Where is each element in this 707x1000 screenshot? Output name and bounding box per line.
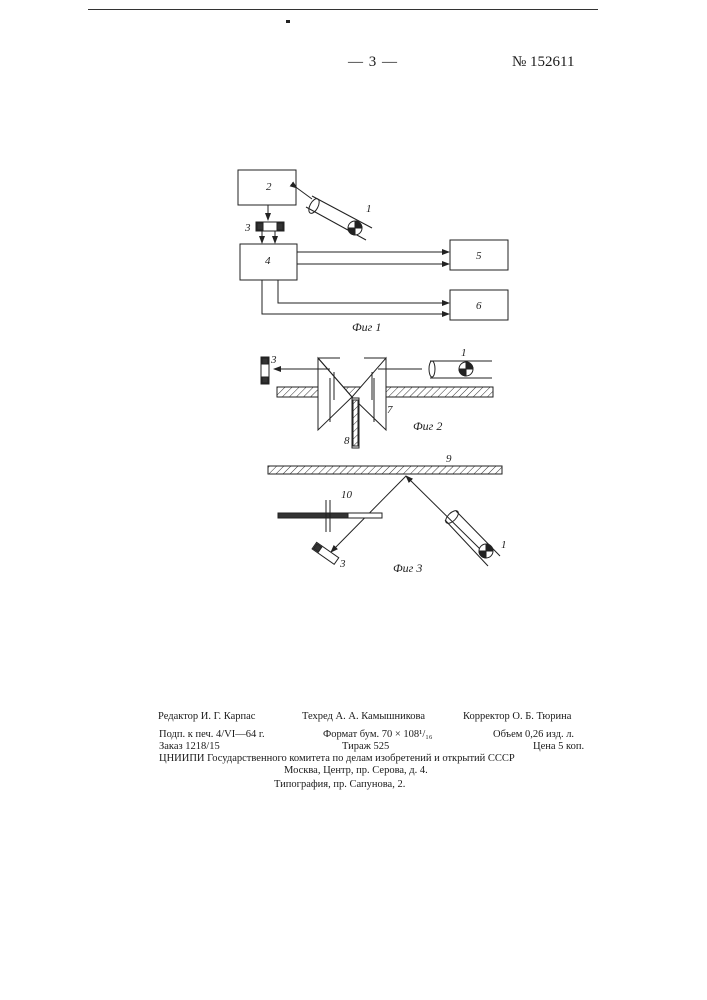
imprint-circulation: Тираж 525 <box>342 742 389 753</box>
figure-3 <box>268 466 502 566</box>
imprint-printer: Типография, пр. Сапунова, 2. <box>274 780 405 791</box>
label-1: 1 <box>366 203 372 215</box>
label-4: 4 <box>265 255 271 267</box>
label-7: 7 <box>387 404 393 416</box>
imprint-format: Формат бум. 70 × 108¹/₁₆ <box>323 730 433 741</box>
fig1-caption: Фиг 1 <box>352 320 381 334</box>
label-10: 10 <box>341 489 353 501</box>
imprint-address: Москва, Центр, пр. Серова, д. 4. <box>284 766 428 777</box>
imprint-volume: Объем 0,26 изд. л. <box>493 730 574 741</box>
label-8: 8 <box>344 435 350 447</box>
fig3-caption: Фиг 3 <box>393 561 422 575</box>
label-5: 5 <box>476 250 482 262</box>
label-1-fig2: 1 <box>461 347 467 359</box>
imprint-order: Заказ 1218/15 <box>159 742 220 753</box>
imprint-signed: Подп. к печ. 4/VI—64 г. <box>159 730 265 741</box>
figure-2 <box>261 357 493 448</box>
label-3-fig2: 3 <box>270 354 277 366</box>
imprint-price: Цена 5 коп. <box>533 742 584 753</box>
figure-1-labels: 2 1 3 4 5 6 Фиг 1 <box>244 181 482 334</box>
imprint-corrector: Корректор О. Б. Тюрина <box>463 712 571 723</box>
figure-1 <box>238 170 508 320</box>
reflecting-surface-9 <box>268 466 502 474</box>
label-6: 6 <box>476 300 482 312</box>
label-1-fig3: 1 <box>501 539 507 551</box>
label-3-fig3: 3 <box>339 558 346 570</box>
label-2: 2 <box>266 181 272 193</box>
imprint-editor: Редактор И. Г. Карпас <box>158 712 255 723</box>
label-9: 9 <box>446 453 452 465</box>
imprint-techred: Техред А. А. Камышникова <box>302 712 425 723</box>
imprint-publisher: ЦНИИПИ Государственного комитета по дела… <box>159 754 515 765</box>
label-3: 3 <box>244 222 251 234</box>
fig2-caption: Фиг 2 <box>413 419 442 433</box>
